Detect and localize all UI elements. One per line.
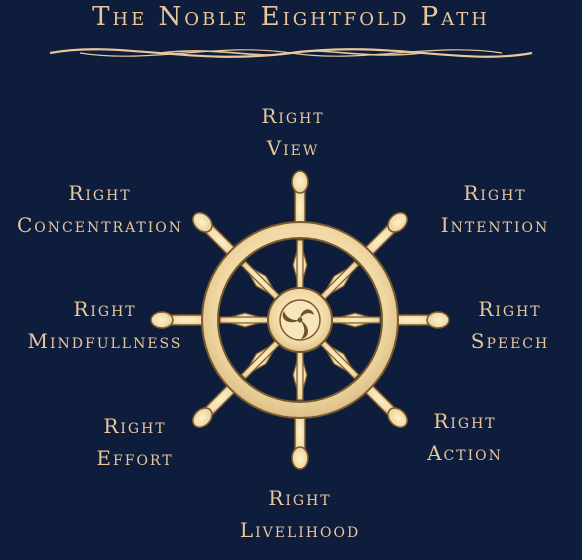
label-right-view: Right View [261,104,325,160]
dharma-wheel-icon [150,170,450,470]
swirl-icon [282,309,314,339]
wheel-handles [150,170,450,470]
label-right-mindfullness: Right Mindfullness [27,297,183,353]
label-right-livelihood: Right Livelihood [239,486,361,542]
label-right-speech: Right Speech [470,297,550,353]
label-right-intention: Right Intention [440,181,550,237]
page-title: The Noble Eightfold Path [92,2,490,32]
decorative-flourish [49,48,533,58]
label-right-action: Right Action [427,409,503,465]
label-right-concentration: Right Concentration [16,181,184,237]
label-right-effort: Right Effort [96,414,174,470]
